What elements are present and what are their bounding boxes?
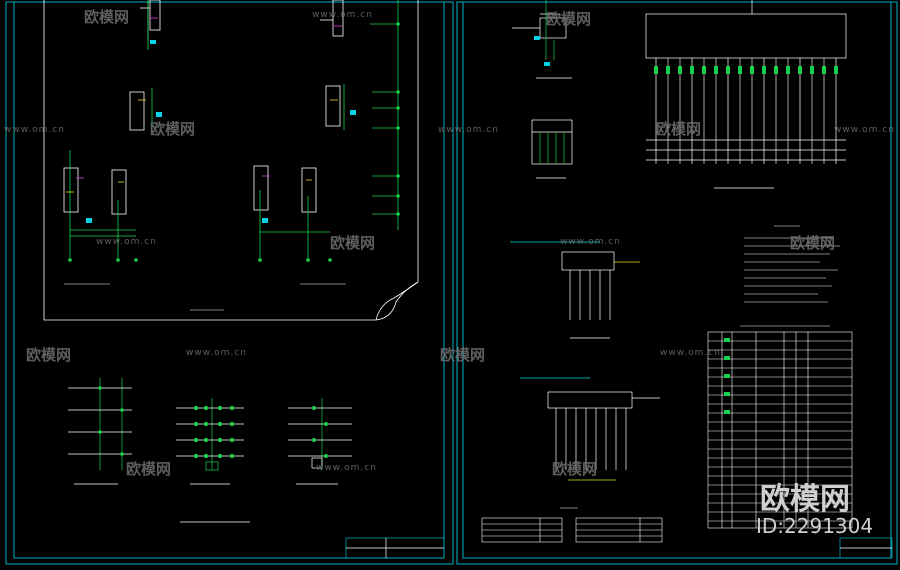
breaker-symbol xyxy=(666,66,670,74)
right-bottom-tables xyxy=(481,507,663,543)
watermark-brand: 欧模网 xyxy=(656,120,702,138)
left-lower-riser-diagrams xyxy=(68,378,352,523)
watermark-brand: 欧模网 xyxy=(84,8,130,26)
breaker-symbol xyxy=(786,66,790,74)
breaker-symbol xyxy=(798,66,802,74)
breaker-symbol xyxy=(654,66,658,74)
breaker-symbol xyxy=(678,66,682,74)
left-title-block xyxy=(345,537,445,559)
watermark-brand: 欧模网 xyxy=(150,120,196,138)
watermark-brand: 欧模网 xyxy=(330,234,376,252)
watermark-brand: 欧模网 xyxy=(790,234,836,252)
right-title-block xyxy=(839,537,893,559)
breaker-symbol xyxy=(714,66,718,74)
watermark-url: www.om.cn xyxy=(4,125,65,135)
watermark-brand-large: 欧模网 xyxy=(760,482,850,517)
watermark-url: www.om.cn xyxy=(438,125,499,135)
watermark-url: www.om.cn xyxy=(96,237,157,247)
watermark-url: www.om.cn xyxy=(316,463,377,473)
watermark-brand: 欧模网 xyxy=(552,460,598,478)
watermark-url: www.om.cn xyxy=(834,125,895,135)
breaker-symbol xyxy=(690,66,694,74)
breaker-symbol xyxy=(738,66,742,74)
breaker-symbol xyxy=(702,66,706,74)
right-sheet-frame xyxy=(456,1,898,565)
watermark-url: www.om.cn xyxy=(660,348,721,358)
panel-schedule-1 xyxy=(510,241,640,339)
watermark-brand: 欧模网 xyxy=(126,460,172,478)
watermark-brand: 欧模网 xyxy=(546,10,592,28)
right-small-diagrams xyxy=(512,0,573,179)
breaker-symbol xyxy=(726,66,730,74)
left-sheet-frame xyxy=(5,1,454,565)
breaker-symbol xyxy=(762,66,766,74)
distribution-board xyxy=(645,0,847,189)
watermark-url: www.om.cn xyxy=(312,10,373,20)
breaker-symbol xyxy=(810,66,814,74)
watermark-id: ID:2291304 xyxy=(756,514,874,538)
watermark-brand: 欧模网 xyxy=(26,346,72,364)
breaker-symbol xyxy=(750,66,754,74)
paper-sheet xyxy=(43,0,419,321)
breaker-symbol xyxy=(834,66,838,74)
breaker-symbol xyxy=(774,66,778,74)
left-upper-risers xyxy=(63,0,400,311)
design-notes xyxy=(744,225,840,303)
watermark-url: www.om.cn xyxy=(186,348,247,358)
equipment-legend-table xyxy=(707,325,853,529)
panel-schedule-2 xyxy=(520,377,660,481)
watermark-brand: 欧模网 xyxy=(440,346,486,364)
legend-symbols xyxy=(724,338,730,414)
breaker-symbol xyxy=(822,66,826,74)
watermark-url: www.om.cn xyxy=(560,237,621,247)
